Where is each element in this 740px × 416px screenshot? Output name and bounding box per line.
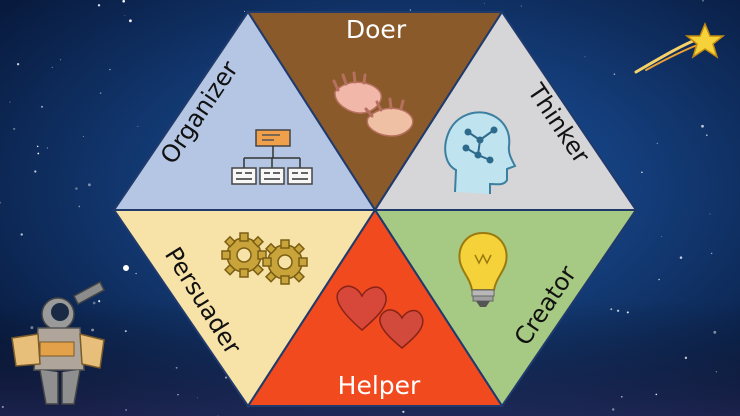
astronaut-telescope-icon <box>11 280 105 405</box>
star-dot <box>41 105 43 108</box>
hearts-icon <box>336 285 424 349</box>
star-dot <box>124 330 127 333</box>
star-dot <box>36 145 39 148</box>
star-dot <box>483 2 485 4</box>
star-dot <box>59 59 62 61</box>
star-dot <box>177 394 179 396</box>
star-dot <box>656 142 658 144</box>
star-dot <box>51 66 53 68</box>
star-dot <box>16 63 20 66</box>
light-bulb-icon <box>458 231 508 307</box>
star-dot <box>655 393 658 396</box>
star-dot <box>684 356 688 360</box>
head-brain-icon <box>444 111 517 194</box>
star-dot <box>30 326 34 330</box>
star-dot <box>616 309 620 312</box>
open-hands-icon <box>332 71 414 137</box>
org-chart-icon <box>231 129 313 185</box>
star-dot <box>409 9 412 11</box>
star-dot <box>34 170 37 173</box>
star-dot <box>128 19 132 23</box>
star-dot <box>196 397 198 399</box>
star-dot <box>98 300 101 303</box>
star-dot <box>610 308 613 311</box>
star-dot <box>46 147 49 149</box>
star-dot <box>705 134 708 137</box>
star-dot <box>78 205 81 208</box>
star-dot <box>709 213 711 215</box>
star-dot <box>715 371 718 373</box>
star-dot <box>75 187 78 190</box>
star-dot <box>702 0 704 2</box>
star-dot <box>613 73 616 75</box>
star-dot <box>679 256 683 259</box>
star-dot <box>20 233 23 236</box>
star-dot <box>710 252 713 255</box>
star-dot <box>97 4 101 7</box>
star-dot <box>125 409 127 411</box>
star-dot <box>13 127 16 130</box>
bright-star <box>123 265 129 271</box>
star-dot <box>244 10 246 12</box>
star-dot <box>658 278 660 281</box>
star-dot <box>122 0 126 3</box>
star-dot <box>91 328 94 332</box>
doer-label: Doer <box>346 15 407 44</box>
shooting-star-icon <box>634 22 726 74</box>
gears-icon <box>221 232 308 285</box>
star-dot <box>175 366 178 369</box>
star-dot <box>402 410 405 413</box>
star-dot <box>109 68 111 71</box>
star-dot <box>135 272 137 275</box>
star-dot <box>87 183 91 187</box>
star-dot <box>37 152 40 155</box>
star-dot <box>0 201 1 204</box>
star-dot <box>92 301 96 305</box>
star-dot <box>641 171 643 174</box>
star-dot <box>584 56 586 58</box>
star-dot <box>520 5 522 7</box>
star-dot <box>701 124 704 128</box>
star-dot <box>82 135 84 138</box>
star-dot <box>1 405 4 409</box>
organizer-triangle <box>112 10 377 211</box>
helper-label: Helper <box>338 371 421 400</box>
star-dot <box>611 408 615 411</box>
star-dot <box>661 236 663 237</box>
star-dot <box>713 330 717 334</box>
star-dot <box>124 15 126 17</box>
star-dot <box>224 376 228 379</box>
star-dot <box>137 126 139 127</box>
star-dot <box>9 101 11 103</box>
star-dot <box>620 395 623 398</box>
star-dot <box>99 92 102 94</box>
star-dot <box>626 311 629 314</box>
